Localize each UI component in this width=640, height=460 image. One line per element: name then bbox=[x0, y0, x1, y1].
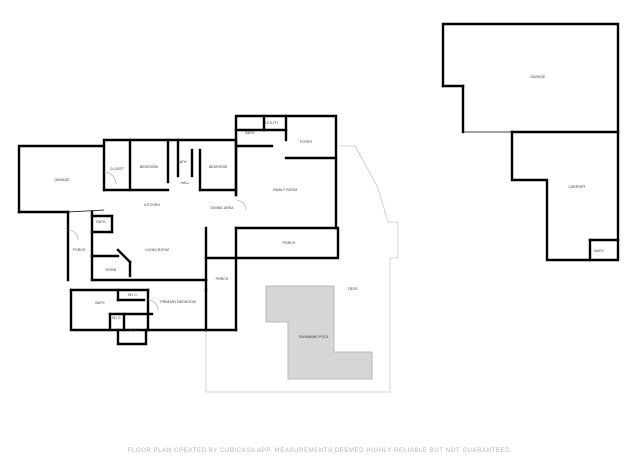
room-label-garage-detached: GARAGE bbox=[530, 75, 546, 79]
room-label-swimming-pool: SWIMMING POOL bbox=[299, 335, 329, 339]
room-label-porch-right: PORCH bbox=[216, 277, 229, 281]
room-label-wic-1: W.I.C. bbox=[128, 293, 138, 297]
room-label-bath: BATH bbox=[177, 160, 187, 164]
room-label-living-room: LIVING ROOM bbox=[145, 248, 169, 252]
room-label-wic-3: W.I.C. bbox=[129, 328, 139, 332]
room-label-primary-bedroom: PRIMARY BEDROOM bbox=[160, 300, 195, 304]
room-label-porch-left: PORCH bbox=[73, 248, 86, 252]
room-label-foyer-top: FOYER bbox=[300, 140, 313, 144]
room-label-carport: CARPORT bbox=[568, 185, 585, 189]
room-label-bath-primary: BATH bbox=[95, 301, 105, 305]
main-house-walls bbox=[17, 114, 340, 346]
room-label-room: ROOM bbox=[106, 268, 117, 272]
room-label-bath-small: BATH bbox=[96, 220, 106, 224]
room-label-wic-2: W.I.C. bbox=[112, 316, 122, 320]
room-label-family-room: FAMILY ROOM bbox=[273, 188, 297, 192]
room-label-kitchen: KITCHEN bbox=[144, 203, 160, 207]
room-label-bedroom: BEDROOM bbox=[140, 165, 158, 169]
room-label-closet: CLOSET bbox=[110, 167, 124, 171]
room-label-bedroom-2: BEDROOM bbox=[209, 165, 227, 169]
room-label-porch-center: PORCH bbox=[283, 241, 296, 245]
room-label-utility: UTILITY bbox=[265, 121, 279, 125]
room-label-hall: HALL bbox=[181, 181, 190, 185]
detached-walls bbox=[441, 22, 620, 262]
room-label-bath-garage: BATH bbox=[594, 249, 604, 253]
room-label-bath-utility: BATH bbox=[245, 131, 255, 135]
room-label-dining-area: DINING AREA bbox=[211, 206, 235, 210]
swimming-pool bbox=[265, 285, 373, 380]
footer-disclaimer: FLOOR PLAN CREATED BY CUBICASA APP. MEAS… bbox=[127, 448, 513, 454]
room-label-garage: GARAGE bbox=[54, 178, 70, 182]
room-label-deck: DECK bbox=[348, 287, 358, 291]
